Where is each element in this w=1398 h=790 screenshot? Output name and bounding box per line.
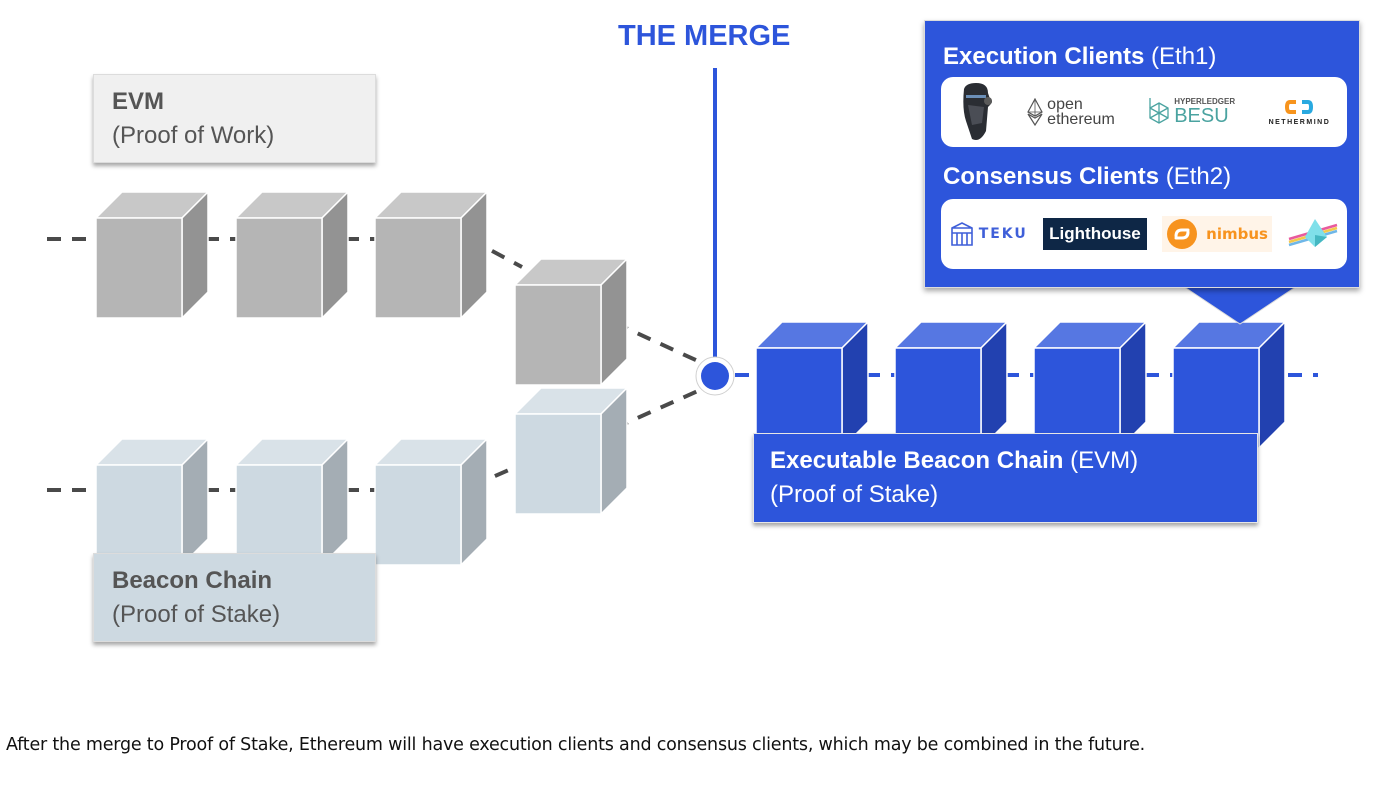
pow-block xyxy=(373,190,489,320)
figure-caption: After the merge to Proof of Stake, Ether… xyxy=(6,735,1146,755)
nimbus-text: nimbus xyxy=(1206,225,1268,243)
pow-chain-subtitle: (Proof of Work) xyxy=(112,122,275,149)
callout-pointer xyxy=(1181,285,1299,325)
pow-chain-title: EVM xyxy=(112,88,165,115)
merged-chain-subtitle: (Proof of Stake) xyxy=(770,481,939,508)
merged-block xyxy=(893,320,1009,450)
merged-block xyxy=(1171,320,1287,450)
pow-block xyxy=(513,257,629,387)
pow-block xyxy=(234,190,350,320)
merged-chain-title: Executable Beacon Chain xyxy=(770,447,1064,474)
beacon-chain-label: Beacon Chain (Proof of Stake) xyxy=(93,553,376,642)
prysm-prism-icon xyxy=(1288,219,1338,247)
merged-block xyxy=(754,320,870,450)
lighthouse-logo: Lighthouse xyxy=(1043,218,1147,250)
nimbus-logo: nimbus xyxy=(1162,216,1272,252)
teku-text: TEKU xyxy=(978,226,1028,242)
besu-small-text: HYPERLEDGER xyxy=(1174,97,1236,106)
beacon-block xyxy=(94,437,210,567)
geth-logo xyxy=(958,81,994,143)
pow-block xyxy=(94,190,210,320)
geth-gopher-icon xyxy=(963,83,992,140)
block-front-face xyxy=(374,464,462,566)
openethereum-line1: open xyxy=(1047,96,1083,113)
lighthouse-text: Lighthouse xyxy=(1043,218,1147,250)
block-front-face xyxy=(95,464,183,566)
beacon-link xyxy=(614,388,701,430)
nethermind-logo: NETHERMIND xyxy=(1269,99,1331,126)
consensus-heading-text: Consensus Clients xyxy=(943,163,1160,190)
block-front-face xyxy=(95,217,183,319)
ethereum-diamond-icon xyxy=(1027,98,1043,126)
consensus-heading-suffix: (Eth2) xyxy=(1159,163,1232,190)
nimbus-circle-icon xyxy=(1167,219,1198,249)
merged-block xyxy=(1032,320,1148,450)
block-front-face xyxy=(514,413,602,515)
execution-heading-text: Execution Clients xyxy=(943,43,1145,70)
nethermind-text: NETHERMIND xyxy=(1268,118,1331,126)
merge-point xyxy=(701,362,729,390)
block-front-face xyxy=(1172,347,1260,449)
consensus-clients-heading: Consensus Clients (Eth2) xyxy=(943,163,1231,191)
teku-logo: TEKU xyxy=(949,221,1028,247)
pow-link xyxy=(614,321,701,364)
merge-title: THE MERGE xyxy=(618,20,791,52)
beacon-chain-subtitle: (Proof of Stake) xyxy=(112,601,281,628)
block-front-face xyxy=(374,217,462,319)
besu-logo: HYPERLEDGER BESU xyxy=(1148,97,1235,127)
prysm-logo xyxy=(1287,217,1339,251)
beacon-block xyxy=(234,437,350,567)
beacon-chain-title: Beacon Chain xyxy=(112,567,273,594)
openethereum-line2: ethereum xyxy=(1047,111,1115,128)
block-front-face xyxy=(235,217,323,319)
nethermind-brackets-icon xyxy=(1285,99,1314,114)
block-front-face xyxy=(235,464,323,566)
merged-chain-label: Executable Beacon Chain (EVM) (Proof of … xyxy=(753,433,1258,523)
openethereum-logo: open ethereum xyxy=(1027,96,1115,128)
beacon-block xyxy=(513,386,629,516)
pow-chain-label: EVM (Proof of Work) xyxy=(93,74,376,163)
clients-callout: Execution Clients (Eth1) open ethereum xyxy=(924,20,1360,288)
beacon-block xyxy=(373,437,489,567)
besu-hexagon-icon xyxy=(1149,98,1169,124)
consensus-client-logos: TEKU Lighthouse nimbus xyxy=(941,199,1347,269)
block-front-face xyxy=(514,284,602,386)
execution-heading-suffix: (Eth1) xyxy=(1144,43,1217,70)
execution-clients-heading: Execution Clients (Eth1) xyxy=(943,43,1216,71)
merged-chain-title-suffix: (EVM) xyxy=(1063,447,1139,474)
execution-client-logos: open ethereum HYPERLEDGER BESU xyxy=(941,77,1347,147)
merge-diagram: THE MERGE EVM (Proof of Work) Beacon Cha… xyxy=(47,20,1360,642)
teku-cube-icon xyxy=(950,222,973,246)
besu-big-text: BESU xyxy=(1174,105,1229,127)
diagram-canvas xyxy=(47,68,1318,567)
